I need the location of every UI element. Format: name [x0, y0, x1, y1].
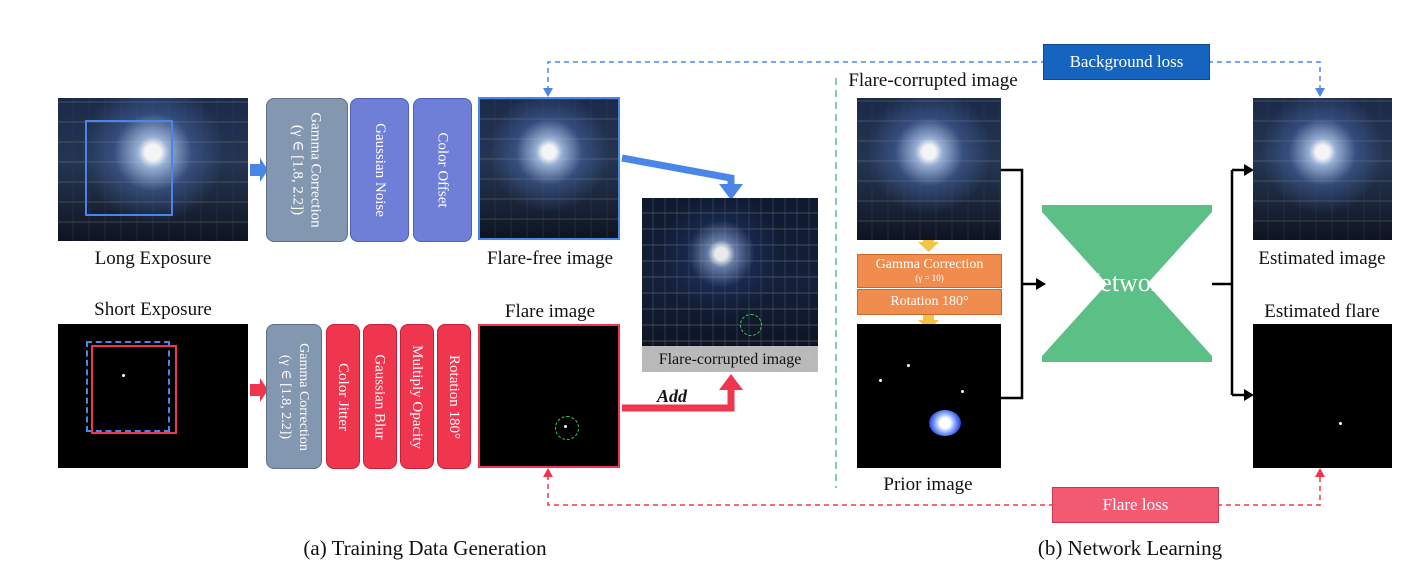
network-connectors: [1001, 168, 1246, 400]
op-color-jitter: Color Jitter: [326, 324, 360, 469]
flare-image: [478, 324, 620, 468]
op-label: Multiply Opacity: [409, 344, 425, 449]
gamma-value-label: (γ = 10): [915, 273, 944, 283]
prior-image-label: Prior image: [883, 474, 973, 495]
add-label: Add: [657, 386, 688, 406]
gamma-correction-label: Gamma Correction: [875, 257, 984, 272]
yellow-arrow-1: [918, 236, 939, 252]
flare-loss-box: Flare loss: [1052, 487, 1219, 523]
op-multiply-opacity: Multiply Opacity: [400, 324, 434, 469]
op-label: Gaussian Noise: [371, 123, 388, 217]
long-exposure-label: Long Exposure: [94, 248, 212, 269]
op-label: Gaussian Blur: [372, 353, 389, 440]
op-label: Color Offset: [434, 132, 451, 208]
arrow-flare-to-corrupted: [622, 388, 735, 412]
op-gamma-correction-bottom: Gamma Correction (γ ∈ [1.8, 2.2]): [266, 324, 322, 469]
op-gaussian-noise: Gaussian Noise: [350, 98, 409, 242]
flare-free-image: [478, 97, 620, 240]
op-gaussian-blur: Gaussian Blur: [363, 324, 397, 469]
op-label: Color Jitter: [335, 362, 352, 431]
crop-box-solid: [85, 120, 173, 216]
flare-loss-connector: [547, 475, 1321, 506]
long-exposure-image: [58, 98, 248, 241]
op-label: Gamma Correction (γ ∈ [1.8, 2.2]): [278, 342, 311, 451]
network-label: Network: [1081, 268, 1173, 297]
background-loss-connector: [547, 61, 1321, 91]
short-exposure-image: [58, 324, 248, 468]
arrow-short-to-ops: [250, 378, 268, 402]
estimated-flare-label: Estimated flare: [1264, 301, 1380, 322]
flare-free-label: Flare-free image: [486, 248, 614, 269]
flare-corrupted-label-left: Flare-corrupted image: [658, 351, 802, 368]
crop-box-red: [91, 345, 177, 434]
prior-flare-glow: [929, 410, 961, 436]
op-label: Gamma Correction (γ ∈ [1.8, 2.2]): [290, 112, 325, 228]
rotation-label: Rotation 180°: [890, 294, 969, 309]
flare-corrupted-composite: Flare-corrupted image: [642, 198, 818, 372]
flare-image-label: Flare image: [504, 301, 596, 322]
gamma-correction-box: Gamma Correction (γ = 10): [857, 254, 1002, 288]
crop-box-dashed: [86, 341, 170, 432]
flare-highlight-circle: [740, 314, 762, 336]
estimated-flare-image: [1253, 324, 1392, 468]
flare-highlight-circle: [555, 416, 579, 440]
flare-corrupted-label-right: Flare-corrupted image: [848, 70, 1018, 91]
op-color-offset: Color Offset: [413, 98, 472, 242]
caption-b: (b) Network Learning: [1037, 536, 1223, 560]
background-loss-box: Background loss: [1043, 44, 1210, 80]
composite-label-bar: [642, 346, 818, 372]
yellow-arrow-2: [918, 314, 939, 330]
estimated-image: [1253, 98, 1392, 240]
op-gamma-correction-top: Gamma Correction (γ ∈ [1.8, 2.2]): [266, 98, 348, 242]
op-rotation-180: Rotation 180°: [437, 324, 471, 469]
prior-image: [857, 324, 1001, 468]
network-shape: [1042, 205, 1212, 362]
estimated-image-label: Estimated image: [1258, 248, 1386, 269]
caption-a: (a) Training Data Generation: [303, 536, 547, 560]
short-exposure-label: Short Exposure: [94, 299, 212, 320]
rotation-box: Rotation 180°: [857, 289, 1002, 315]
flare-corrupted-input-image: [857, 98, 1001, 240]
op-label: Rotation 180°: [446, 354, 463, 439]
arrow-flare-free-to-corrupted: [621, 154, 735, 185]
arrow-long-to-ops: [250, 158, 268, 182]
